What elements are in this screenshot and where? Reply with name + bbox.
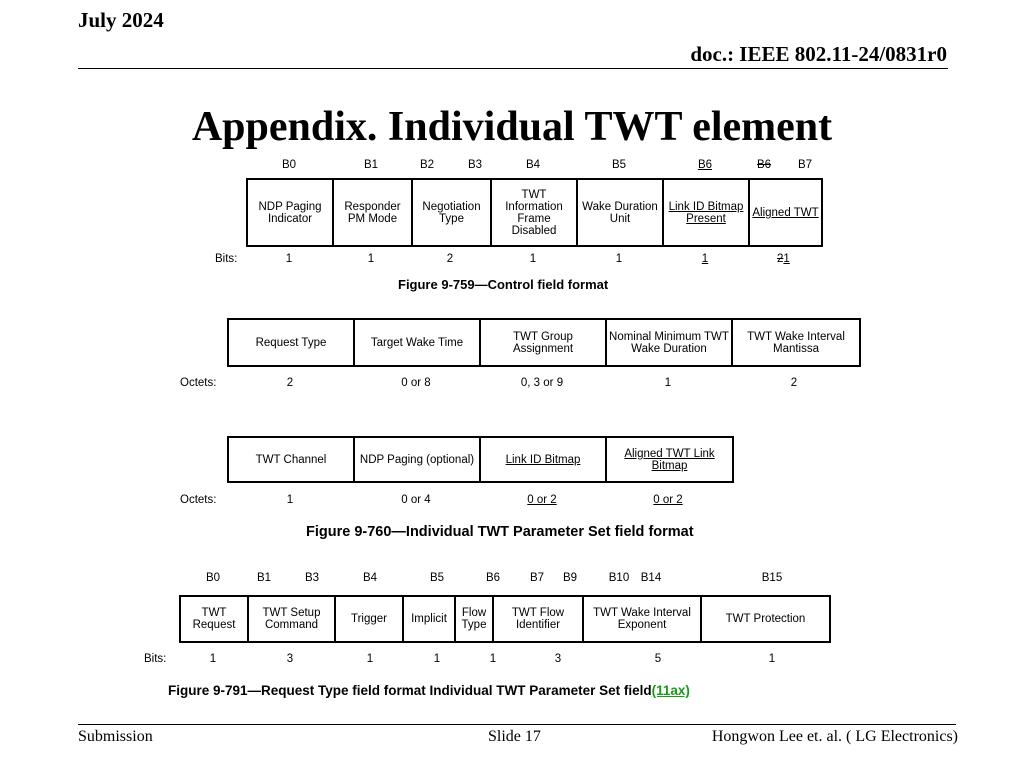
row-label: Octets: xyxy=(180,494,217,506)
header-doc-id: doc.: IEEE 802.11-24/0831r0 xyxy=(690,42,947,66)
caption-tag: (11ax) xyxy=(651,683,690,698)
bit-label: B3 xyxy=(304,572,320,584)
size-value: 1 xyxy=(367,253,375,265)
bit-label: B6 xyxy=(756,159,772,171)
field-ndp-paging: NDP Paging (optional) xyxy=(353,436,481,483)
size-value: 1 xyxy=(366,653,374,665)
field-link-id-bitmap-present: Link ID Bitmap Present xyxy=(662,178,750,247)
bit-label: B1 xyxy=(256,572,272,584)
bit-label: B9 xyxy=(562,572,578,584)
size-value: 3 xyxy=(554,653,562,665)
figure-caption: Figure 9-759—Control field format xyxy=(398,277,609,292)
size-value-aligned-twt: 21 xyxy=(777,253,790,265)
bit-label: B3 xyxy=(467,159,483,171)
field-request-type: Request Type xyxy=(227,318,355,367)
bit-label: B14 xyxy=(640,572,662,584)
bit-label: B5 xyxy=(429,572,445,584)
field-twt-wake-interval-exponent: TWT Wake Interval Exponent xyxy=(582,595,702,643)
field-twt-group-assignment: TWT Group Assignment xyxy=(479,318,607,367)
field-twt-protection: TWT Protection xyxy=(700,595,831,643)
header-date: July 2024 xyxy=(78,8,164,32)
field-aligned-twt-link-bitmap: Aligned TWT Link Bitmap xyxy=(605,436,734,483)
field-twt-flow-identifier: TWT Flow Identifier xyxy=(492,595,584,643)
footer-slide-number: Slide 17 xyxy=(488,728,541,745)
size-value: 0 or 8 xyxy=(401,377,431,389)
bit-label: B1 xyxy=(363,159,379,171)
size-value: 2 xyxy=(446,253,454,265)
bit-label: B6 xyxy=(697,159,713,171)
field-target-wake-time: Target Wake Time xyxy=(353,318,481,367)
field-trigger: Trigger xyxy=(334,595,404,643)
size-value: 1 xyxy=(285,253,293,265)
field-twt-request: TWT Request xyxy=(179,595,249,643)
size-value: 1 xyxy=(529,253,537,265)
field-twt-channel: TWT Channel xyxy=(227,436,355,483)
field-nominal-min-wake-duration: Nominal Minimum TWT Wake Duration xyxy=(605,318,733,367)
size-value: 2 xyxy=(286,377,294,389)
field-flow-type: Flow Type xyxy=(454,595,494,643)
slide-title: Appendix. Individual TWT element xyxy=(191,104,833,150)
bit-label: B10 xyxy=(608,572,630,584)
size-value: 1 xyxy=(489,653,497,665)
size-value: 3 xyxy=(286,653,294,665)
row-label: Bits: xyxy=(144,653,167,665)
field-twt-info-frame-disabled: TWT Information Frame Disabled xyxy=(490,178,578,247)
size-new: 1 xyxy=(783,253,790,265)
size-value: 0 or 2 xyxy=(527,494,557,506)
size-value: 1 xyxy=(209,653,217,665)
figure-caption: Figure 9-760—Individual TWT Parameter Se… xyxy=(306,524,694,540)
row-label: Octets: xyxy=(180,377,217,389)
size-value: 1 xyxy=(615,253,623,265)
size-value: 0, 3 or 9 xyxy=(520,377,564,389)
bit-label: B4 xyxy=(525,159,541,171)
row-label: Bits: xyxy=(215,253,238,265)
bit-label: B7 xyxy=(529,572,545,584)
field-responder-pm-mode: Responder PM Mode xyxy=(332,178,413,247)
header-rule xyxy=(78,68,948,69)
footer-author: Hongwon Lee et. al. ( LG Electronics) xyxy=(711,728,958,745)
bit-label: B6 xyxy=(485,572,501,584)
size-value: 1 xyxy=(433,653,441,665)
size-value: 0 or 2 xyxy=(653,494,683,506)
footer-rule xyxy=(78,724,956,725)
field-implicit: Implicit xyxy=(402,595,456,643)
size-value: 2 xyxy=(790,377,798,389)
footer-submission: Submission xyxy=(78,728,153,745)
control-field-table: NDP Paging Indicator Responder PM Mode N… xyxy=(246,178,823,247)
field-negotiation-type: Negotiation Type xyxy=(411,178,492,247)
bit-label: B2 xyxy=(419,159,435,171)
field-aligned-twt: Aligned TWT xyxy=(748,178,823,247)
bit-label: B0 xyxy=(281,159,297,171)
field-twt-setup-command: TWT Setup Command xyxy=(247,595,336,643)
size-value: 1 xyxy=(664,377,672,389)
request-type-table: TWT Request TWT Setup Command Trigger Im… xyxy=(179,595,831,643)
size-old: 2 xyxy=(777,253,784,265)
field-ndp-paging-indicator: NDP Paging Indicator xyxy=(246,178,334,247)
bit-label: B4 xyxy=(362,572,378,584)
bit-label: B7 xyxy=(797,159,813,171)
size-value: 5 xyxy=(654,653,662,665)
field-wake-interval-mantissa: TWT Wake Interval Mantissa xyxy=(731,318,861,367)
size-value: 1 xyxy=(768,653,776,665)
field-wake-duration-unit: Wake Duration Unit xyxy=(576,178,664,247)
bit-label: B5 xyxy=(611,159,627,171)
twt-param-table-2: TWT Channel NDP Paging (optional) Link I… xyxy=(227,436,734,483)
size-value: 0 or 4 xyxy=(401,494,431,506)
size-value: 1 xyxy=(701,253,709,265)
bit-label: B15 xyxy=(761,572,783,584)
figure-caption: Figure 9-791—Request Type field format I… xyxy=(168,683,690,698)
field-link-id-bitmap: Link ID Bitmap xyxy=(479,436,607,483)
caption-text: Figure 9-791—Request Type field format I… xyxy=(168,683,652,698)
bit-label: B0 xyxy=(205,572,221,584)
size-value: 1 xyxy=(286,494,294,506)
twt-param-table-1: Request Type Target Wake Time TWT Group … xyxy=(227,318,861,367)
